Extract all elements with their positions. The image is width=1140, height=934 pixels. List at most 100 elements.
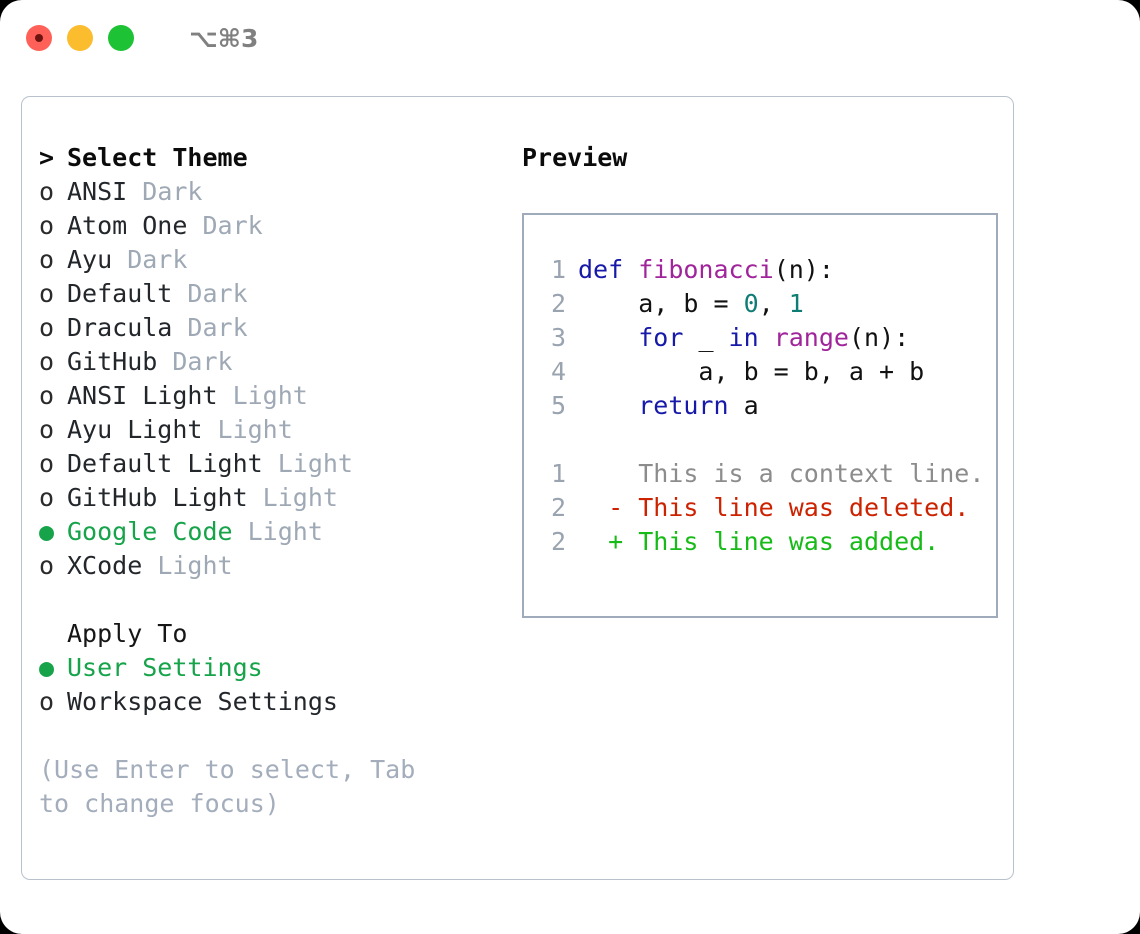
select-theme-title: Select Theme xyxy=(67,143,248,172)
theme-name: GitHub Light xyxy=(67,483,248,512)
radio-unselected-icon[interactable]: o xyxy=(39,279,55,308)
radio-unselected-icon[interactable]: o xyxy=(39,177,55,206)
code-token: _ xyxy=(698,323,729,352)
theme-variant-tag: Dark xyxy=(172,313,248,342)
theme-list-item[interactable]: o GitHub Dark xyxy=(39,345,504,379)
apply-to-label: Apply To xyxy=(67,619,188,648)
close-button[interactable] xyxy=(26,25,52,51)
radio-selected-icon[interactable]: ● xyxy=(39,653,55,682)
theme-variant-tag: Light xyxy=(217,381,308,410)
code-token: range xyxy=(773,323,849,352)
preview-title: Preview xyxy=(522,143,628,172)
theme-list-item[interactable]: o Default Dark xyxy=(39,277,504,311)
theme-name: Ayu Light xyxy=(67,415,203,444)
line-number: 4 xyxy=(550,357,566,386)
code-token: fibonacci xyxy=(638,255,774,284)
theme-name: ANSI xyxy=(67,177,128,206)
diff-sample: 1 This is a context line. 2 - This line w… xyxy=(544,457,996,559)
radio-unselected-icon[interactable]: o xyxy=(39,245,55,274)
theme-variant-tag: Dark xyxy=(157,347,233,376)
keyboard-shortcut-label: ⌥⌘3 xyxy=(189,23,259,53)
diff-text: - This line was deleted. xyxy=(578,493,970,522)
theme-name: Atom One xyxy=(67,211,188,240)
radio-unselected-icon[interactable]: o xyxy=(39,211,55,240)
radio-unselected-icon[interactable]: o xyxy=(39,551,55,580)
code-token: return xyxy=(638,391,744,420)
radio-unselected-icon[interactable]: o xyxy=(39,415,55,444)
line-number: 2 xyxy=(550,289,566,318)
radio-unselected-icon[interactable]: o xyxy=(39,381,55,410)
minimize-button[interactable] xyxy=(67,25,93,51)
theme-variant-tag: Dark xyxy=(172,279,248,308)
theme-name: Google Code xyxy=(67,517,233,546)
line-number: 1 xyxy=(550,255,566,284)
theme-list-item[interactable]: ●Google Code Light xyxy=(39,515,504,549)
radio-unselected-icon[interactable]: o xyxy=(39,347,55,376)
radio-unselected-icon[interactable]: o xyxy=(39,483,55,512)
maximize-button[interactable] xyxy=(108,25,134,51)
theme-name: Default xyxy=(67,279,173,308)
theme-list-item[interactable]: o ANSI Light Light xyxy=(39,379,504,413)
code-token: , xyxy=(758,289,789,318)
apply-to-option[interactable]: o Workspace Settings xyxy=(39,685,504,719)
code-token: for xyxy=(638,323,699,352)
apply-to-list: ● User Settings o Workspace Settings xyxy=(39,651,504,719)
theme-list-item[interactable]: o Ayu Dark xyxy=(39,243,504,277)
theme-variant-tag: Dark xyxy=(187,211,263,240)
theme-name: Default Light xyxy=(67,449,263,478)
radio-unselected-icon[interactable]: o xyxy=(39,313,55,342)
line-number: 1 xyxy=(550,459,566,488)
code-token: 0 xyxy=(743,289,759,318)
apply-to-option-label: User Settings xyxy=(67,653,263,682)
keyboard-hint-text: (Use Enter to select, Tab to change focu… xyxy=(39,755,416,818)
section-spacer xyxy=(39,583,504,617)
code-token: a xyxy=(743,391,759,420)
title-bar: ⌥⌘3 xyxy=(0,0,1140,76)
diff-line: 2 + This line was added. xyxy=(544,525,996,559)
radio-unselected-icon[interactable]: o xyxy=(39,449,55,478)
diff-line: 2 - This line was deleted. xyxy=(544,491,996,525)
theme-name: GitHub xyxy=(67,347,158,376)
radio-unselected-icon[interactable]: o xyxy=(39,687,55,716)
code-token: in xyxy=(728,323,774,352)
line-number: 2 xyxy=(550,527,566,556)
apply-to-option[interactable]: ● User Settings xyxy=(39,651,504,685)
code-line: 3 for _ in range(n): xyxy=(544,321,996,355)
line-number: 5 xyxy=(550,391,566,420)
code-diff-spacer xyxy=(544,423,996,457)
code-token: a, b = b, a + b xyxy=(698,357,925,386)
theme-list-item[interactable]: o GitHub Light Light xyxy=(39,481,504,515)
line-number: 3 xyxy=(550,323,566,352)
theme-list-item[interactable]: o Dracula Dark xyxy=(39,311,504,345)
theme-name: ANSI Light xyxy=(67,381,218,410)
theme-name: Ayu xyxy=(67,245,113,274)
code-token: 1 xyxy=(788,289,804,318)
diff-text: This is a context line. xyxy=(578,459,985,488)
theme-list-item[interactable]: o ANSI Dark xyxy=(39,175,504,209)
theme-variant-tag: Light xyxy=(247,483,338,512)
radio-selected-icon[interactable]: ● xyxy=(39,517,55,546)
code-line: 4 a, b = b, a + b xyxy=(544,355,996,389)
theme-name: Dracula xyxy=(67,313,173,342)
apply-to-header: Apply To xyxy=(39,617,504,651)
code-token: def xyxy=(578,255,639,284)
theme-list-item[interactable]: o Atom One Dark xyxy=(39,209,504,243)
theme-variant-tag: Light xyxy=(142,551,233,580)
code-token: (n): xyxy=(848,323,910,352)
theme-variant-tag: Dark xyxy=(127,177,203,206)
apply-to-option-label: Workspace Settings xyxy=(67,687,338,716)
code-line: 5 return a xyxy=(544,389,996,423)
diff-text: + This line was added. xyxy=(578,527,940,556)
line-number: 2 xyxy=(550,493,566,522)
theme-variant-tag: Dark xyxy=(112,245,188,274)
